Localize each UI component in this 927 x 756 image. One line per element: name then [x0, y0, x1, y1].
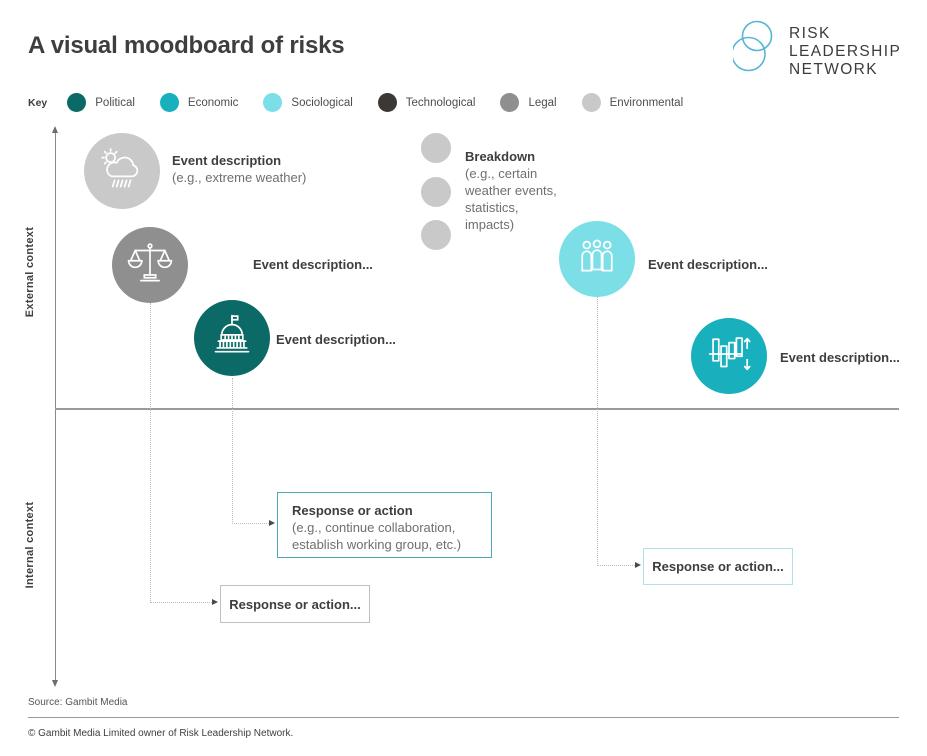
event-text-environmental: Event description (e.g., extreme weather… — [172, 152, 306, 186]
event-text-economic: Event description... — [780, 349, 900, 366]
scales-icon — [125, 238, 175, 293]
legal-color-dot-icon — [500, 93, 520, 112]
connector-legal-horizontal — [150, 602, 212, 603]
logo-line-2: LEADERSHIP — [789, 43, 902, 60]
external-context-label: External context — [24, 226, 36, 318]
axis-arrow-down-icon — [52, 680, 58, 687]
event-title: Event description — [172, 153, 282, 168]
risk-leadership-network-logo-icon — [731, 20, 789, 81]
response-box-secondary: Response or action... — [220, 585, 370, 623]
legend-item-political: Political — [67, 93, 135, 112]
legend-item-legal: Legal — [500, 93, 557, 112]
legend-item-economic: Economic — [159, 93, 238, 112]
sociological-color-dot-icon — [263, 93, 283, 112]
legend-title: Key — [28, 96, 48, 109]
connector-legal-vertical — [150, 303, 151, 603]
footer-divider-line — [28, 717, 899, 718]
legend: Key Political Economic Sociological Tech… — [28, 93, 708, 112]
government-building-icon — [207, 311, 257, 366]
breakdown-dot-2 — [421, 177, 451, 207]
connector-political-vertical — [232, 378, 233, 524]
response-title: Response or action... — [229, 596, 361, 612]
breakdown-dot-1 — [421, 133, 451, 163]
environmental-color-dot-icon — [581, 93, 601, 112]
internal-context-label: Internal context — [24, 501, 36, 589]
breakdown-dot-3 — [421, 220, 451, 250]
event-bubble-economic — [691, 318, 767, 394]
response-title: Response or action... — [652, 559, 784, 574]
response-subtitle: (e.g., continue collaboration, establish… — [292, 520, 462, 552]
bar-chart-arrows-icon — [704, 329, 754, 384]
vertical-axis-line — [55, 132, 56, 682]
response-title: Response or action — [292, 503, 413, 518]
people-group-icon — [572, 232, 622, 287]
event-bubble-political — [194, 300, 270, 376]
legend-item-technological: Technological — [377, 93, 475, 112]
logo-line-3: NETWORK — [789, 61, 879, 78]
axis-arrow-up-icon — [52, 126, 58, 133]
copyright-note: © Gambit Media Limited owner of Risk Lea… — [28, 728, 294, 739]
breakdown-title: Breakdown — [465, 149, 536, 164]
connector-sociological-arrow-icon — [635, 562, 641, 568]
event-title: Event description... — [648, 257, 768, 272]
connector-sociological-vertical — [597, 297, 598, 566]
event-text-political: Event description... — [276, 331, 396, 348]
context-divider-line — [55, 408, 899, 410]
breakdown-subtitle: (e.g., certain weather events, statistic… — [465, 166, 557, 232]
source-note: Source: Gambit Media — [28, 697, 128, 708]
response-box-tertiary: Response or action... — [643, 548, 793, 585]
event-text-legal: Event description... — [253, 256, 373, 273]
event-subtitle: (e.g., extreme weather) — [172, 170, 307, 185]
event-bubble-environmental — [84, 133, 160, 209]
response-box-primary: Response or action (e.g., continue colla… — [277, 492, 492, 558]
economic-color-dot-icon — [159, 93, 179, 112]
event-text-sociological: Event description... — [648, 256, 768, 273]
technological-color-dot-icon — [377, 93, 397, 112]
event-bubble-sociological — [559, 221, 635, 297]
logo-wordmark: RISK LEADERSHIP NETWORK — [789, 25, 901, 79]
connector-political-horizontal — [232, 523, 269, 524]
breakdown-text: Breakdown (e.g., certain weather events,… — [465, 148, 595, 233]
connector-legal-arrow-icon — [212, 599, 218, 605]
logo-line-1: RISK — [789, 25, 831, 42]
page-title: A visual moodboard of risks — [28, 32, 345, 59]
event-title: Event description... — [780, 350, 900, 365]
event-bubble-legal — [112, 227, 188, 303]
legend-item-sociological: Sociological — [263, 93, 353, 112]
event-title: Event description... — [276, 332, 396, 347]
legend-item-environmental: Environmental — [581, 93, 683, 112]
storm-cloud-icon — [97, 144, 147, 199]
connector-sociological-horizontal — [597, 565, 635, 566]
event-title: Event description... — [253, 257, 373, 272]
political-color-dot-icon — [67, 93, 87, 112]
connector-political-arrow-icon — [269, 520, 275, 526]
